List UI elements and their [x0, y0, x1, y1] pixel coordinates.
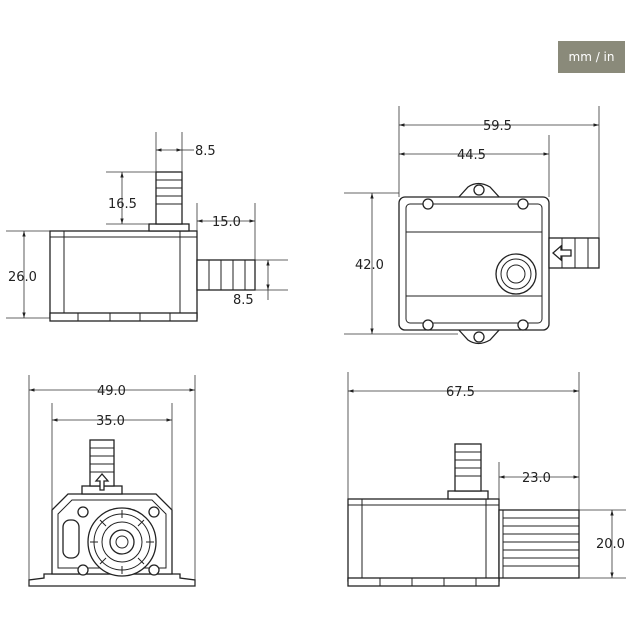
top-screw [517, 198, 529, 210]
dim-side-barb-diameter: 8.5 [195, 144, 216, 159]
side-base-feet [49, 312, 198, 322]
dim-top-body-width: 42.0 [355, 258, 384, 273]
top-screw [517, 319, 529, 331]
rear-filter-cage [498, 509, 580, 579]
front-side-slot [62, 519, 80, 559]
dim-side-outlet-diameter: 8.5 [233, 293, 254, 308]
front-top-barb [81, 439, 123, 495]
rear-pump-body [347, 498, 500, 582]
top-view: 59.5 44.5 42.0 [344, 106, 600, 345]
top-screw [422, 319, 434, 331]
top-outlet-barb [548, 237, 600, 269]
flow-arrow-icon [552, 244, 572, 262]
unit-toggle-button[interactable]: mm / in [558, 41, 625, 73]
front-screw [148, 564, 160, 576]
dim-rear-overall-length: 67.5 [446, 385, 475, 400]
top-inlet-port [495, 253, 537, 295]
front-screw [77, 506, 89, 518]
top-screw [422, 198, 434, 210]
dim-top-overall-length: 59.5 [483, 119, 512, 134]
flow-arrow-icon [94, 473, 110, 491]
dim-rear-filter-length: 23.0 [522, 471, 551, 486]
rear-top-barb [447, 443, 489, 500]
dim-side-outlet-length: 15.0 [212, 215, 241, 230]
dim-front-body-width: 35.0 [96, 414, 125, 429]
front-screw [148, 506, 160, 518]
side-top-barb [148, 171, 190, 232]
side-view: 8.5 16.5 15.0 26.0 8.5 [6, 132, 288, 322]
dim-rear-filter-height: 20.0 [596, 537, 625, 552]
front-screw [77, 564, 89, 576]
dim-top-body-length: 44.5 [457, 148, 486, 163]
front-inlet-cover [87, 507, 157, 577]
front-base-plate [28, 573, 196, 587]
dim-side-barb-height: 16.5 [108, 197, 137, 212]
rear-base-feet [347, 577, 500, 587]
side-outlet-barb [196, 259, 256, 291]
dim-side-body-height: 26.0 [8, 270, 37, 285]
front-view: 49.0 35.0 [28, 375, 196, 587]
side-pump-body [49, 230, 198, 319]
rear-view: 67.5 23.0 20.0 [347, 372, 626, 587]
dim-front-base-width: 49.0 [97, 384, 126, 399]
